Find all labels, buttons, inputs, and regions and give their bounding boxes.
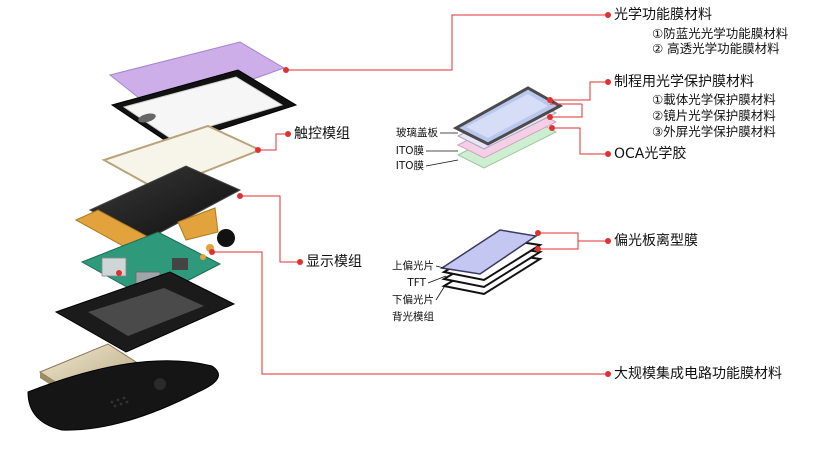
- label-polarizer-release: 偏光板离型膜: [614, 233, 698, 249]
- label-backlight: 背光模组: [392, 311, 434, 323]
- label-process-film-item-2: ②镜片光学保护膜材料: [652, 108, 776, 123]
- label-process-film-item-3: ③外屏光学保护膜材料: [652, 124, 776, 139]
- label-process-film: 制程用光学保护膜材料: [614, 74, 754, 90]
- phone-exploded-view: [27, 41, 298, 431]
- label-tft: TFT: [407, 277, 426, 289]
- label-glass-cover: 玻璃盖板: [396, 127, 438, 139]
- label-process-film-item-1: ①載体光学保护膜材料: [652, 92, 776, 107]
- label-optical-film-item-1: ①防蓝光光学功能膜材料: [652, 26, 789, 41]
- glass-cover-bezel: [110, 69, 298, 146]
- display-panel: [74, 165, 242, 253]
- label-lower-polarizer: 下偏光片: [392, 294, 434, 306]
- leader-dots: [209, 12, 611, 377]
- middle-frame: [54, 271, 236, 353]
- label-touch-module: 触控模组: [294, 126, 350, 142]
- label-optical-film-item-2: ② 高透光学功能膜材料: [652, 41, 780, 56]
- display-layer-stack: [439, 229, 543, 296]
- label-display-module: 显示模组: [306, 254, 362, 270]
- touch-layer-stack: [452, 86, 564, 169]
- label-ito-film-1: ITO膜: [395, 145, 424, 157]
- label-oca: OCA光学胶: [614, 146, 687, 162]
- label-upper-polarizer: 上偏光片: [392, 260, 434, 272]
- leader-lines: [212, 14, 608, 375]
- label-optical-film: 光学功能膜材料: [614, 7, 712, 23]
- label-lsi-film: 大规模集成电路功能膜材料: [614, 366, 782, 382]
- stack-pointer-lines: [425, 132, 459, 301]
- back-cover: [27, 360, 219, 431]
- label-ito-film-2: ITO膜: [395, 160, 424, 172]
- upper-polarizer: [439, 229, 538, 275]
